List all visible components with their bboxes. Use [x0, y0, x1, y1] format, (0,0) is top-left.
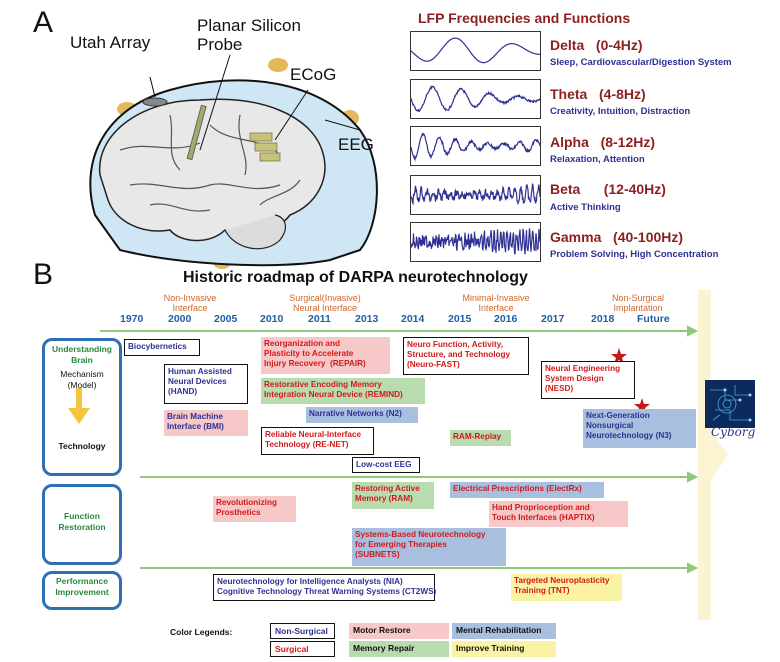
year-2017: 2017 [541, 313, 565, 325]
roadmap-title: Historic roadmap of DARPA neurotechnolog… [183, 269, 528, 286]
year-2018: 2018 [591, 313, 615, 325]
alpha-wave [410, 126, 541, 166]
year-2010: 2010 [260, 313, 284, 325]
program-repair: Reorganization and Plasticity to Acceler… [261, 337, 390, 374]
program-neuro-fast: Neuro Function, Activity, Structure, and… [403, 337, 529, 375]
cyborg-label: Cyborg [711, 425, 756, 439]
panel-b-letter: B [33, 258, 54, 291]
band-name-theta: Theta (4-8Hz) [550, 86, 646, 102]
legend-mental-rehabilitation: Mental Rehabilitation [452, 623, 556, 639]
band-function-theta: Creativity, Intuition, Distraction [550, 106, 691, 117]
function-row-box [42, 484, 122, 565]
understanding-row-box [42, 338, 122, 476]
program-bmi: Brain Machine Interface (BMI) [164, 410, 248, 436]
year-2000: 2000 [168, 313, 192, 325]
understanding-brain-label: Understanding Brain [52, 344, 112, 365]
panel-a-letter: A [33, 6, 54, 39]
program-hand: Human Assisted Neural Devices (HAND) [164, 364, 248, 404]
era-minimal-invasive: Minimal-Invasive Interface [462, 293, 530, 313]
era-non-invasive: Non-Invasive Interface [163, 293, 217, 313]
planar-probe-label: Planar Silicon Probe [197, 16, 301, 54]
program-ram: Restoring Active Memory (RAM) [352, 482, 434, 509]
era-non-surgical: Non-Surgical Implantation [611, 293, 665, 313]
legend-title: Color Legends: [170, 627, 233, 637]
program-biocybernetics: Biocybernetics [124, 339, 200, 356]
program-ram-replay: RAM-Replay [450, 430, 511, 446]
eeg-label: EEG [338, 135, 374, 154]
legend-motor-restore: Motor Restore [349, 623, 449, 639]
program-revolutionizing-prosthetics: Revolutionizing Prosthetics [213, 496, 296, 522]
year-2015: 2015 [448, 313, 472, 325]
program-subnets: Systems-Based Neurotechnology for Emergi… [352, 528, 506, 566]
cyborg-image [705, 380, 755, 428]
band-function-delta: Sleep, Cardiovascular/Digestion System [550, 57, 732, 68]
program-low-cost-eeg: Low-cost EEG [352, 457, 420, 473]
program-remind: Restorative Encoding Memory Integration … [261, 378, 425, 404]
era-surgical: Surgical(Invasive) Neural Interface [289, 293, 361, 313]
program-haptix: Hand Proprioception and Touch Interfaces… [489, 501, 628, 527]
year-2011: 2011 [308, 313, 331, 325]
legend-memory-repair: Memory Repair [349, 641, 449, 657]
head-brain-illustration [89, 55, 378, 269]
band-name-alpha: Alpha (8-12Hz) [550, 134, 656, 150]
theta-wave [410, 79, 541, 119]
year-future: Future [637, 313, 670, 325]
performance-row-box [42, 571, 122, 610]
band-name-beta: Beta (12-40Hz) [550, 181, 666, 197]
program-electrx: Electrical Prescriptions (ElectRx) [450, 482, 604, 498]
band-name-delta: Delta (0-4Hz) [550, 37, 643, 53]
mechanism-label: Mechanism (Model) [60, 369, 104, 390]
beta-wave [410, 175, 541, 215]
function-restoration-label: Function Restoration [58, 511, 106, 532]
program-re-net: Reliable Neural-Interface Technology (RE… [261, 427, 374, 455]
delta-wave [410, 31, 541, 71]
utah-array-label: Utah Array [70, 33, 151, 52]
legend-improve-training: Improve Training [452, 641, 556, 657]
technology-label: Technology [58, 441, 106, 451]
program-tnt: Targeted Neuroplasticity Training (TNT) [511, 574, 622, 601]
gamma-wave [410, 222, 541, 262]
ecog-label: ECoG [290, 65, 337, 84]
year-2013: 2013 [355, 313, 379, 325]
band-function-beta: Active Thinking [550, 202, 621, 213]
band-name-gamma: Gamma (40-100Hz) [550, 229, 684, 245]
band-function-alpha: Relaxation, Attention [550, 154, 645, 165]
performance-improvement-label: Performance Improvement [55, 576, 109, 597]
program-nia-ct2ws: Neurotechnology for Intelligence Analyst… [213, 574, 436, 601]
legend-non-surgical: Non-Surgical [270, 623, 335, 639]
year-2014: 2014 [401, 313, 425, 325]
year-1970: 1970 [120, 313, 144, 325]
lfp-title: LFP Frequencies and Functions [418, 10, 631, 26]
program-n2: Narrative Networks (N2) [306, 407, 418, 423]
legend-surgical: Surgical [270, 641, 335, 657]
year-2016: 2016 [494, 313, 518, 325]
year-2005: 2005 [214, 313, 238, 325]
band-function-gamma: Problem Solving, High Concentration [550, 249, 719, 260]
program-nesd: Neural Engineering System Design (NESD) [541, 361, 635, 399]
program-n3: Next-Generation Nonsurgical Neurotechnol… [583, 409, 696, 448]
